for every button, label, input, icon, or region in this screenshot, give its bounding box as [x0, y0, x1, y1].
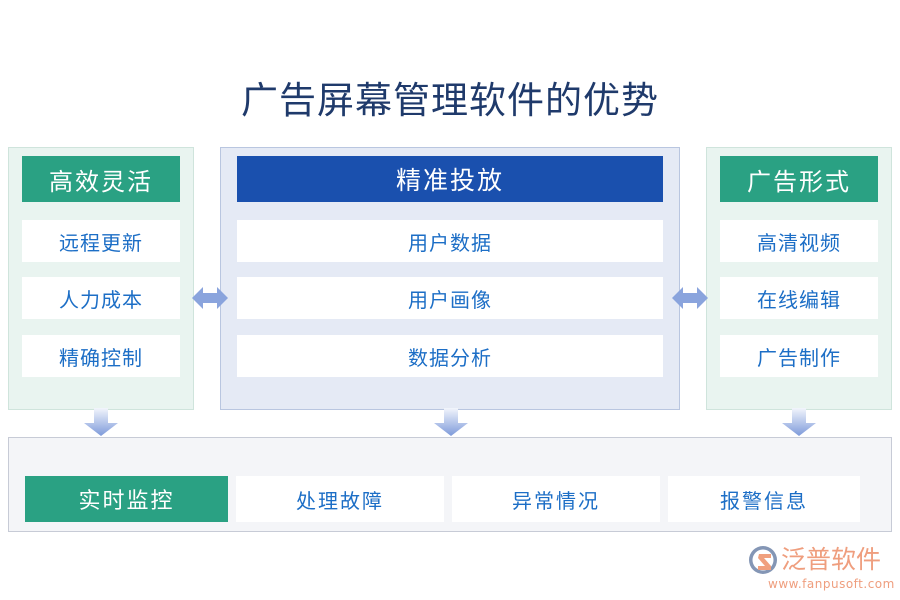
- column-left-item-2[interactable]: 人力成本: [22, 277, 180, 319]
- bottom-item-4[interactable]: 报警信息: [668, 476, 860, 522]
- arrow-down-icon: [782, 408, 816, 436]
- column-header-center[interactable]: 精准投放: [237, 156, 663, 202]
- column-right-item-1[interactable]: 高清视频: [720, 220, 878, 262]
- bottom-item-3[interactable]: 异常情况: [452, 476, 660, 522]
- logo-row: 泛普软件: [748, 544, 892, 576]
- logo-mark-icon: [748, 545, 778, 575]
- column-left-item-3[interactable]: 精确控制: [22, 335, 180, 377]
- column-center-item-3[interactable]: 数据分析: [237, 335, 663, 377]
- column-left-item-1[interactable]: 远程更新: [22, 220, 180, 262]
- logo-name: 泛普软件: [781, 545, 882, 574]
- page-title: 广告屏幕管理软件的优势: [241, 79, 659, 122]
- bottom-item-1[interactable]: 实时监控: [25, 476, 228, 522]
- brand-logo: 泛普软件 www.fanpusoft.com: [748, 544, 895, 592]
- column-right-item-2[interactable]: 在线编辑: [720, 277, 878, 319]
- column-center-item-1[interactable]: 用户数据: [237, 220, 663, 262]
- arrow-down-icon: [434, 408, 468, 436]
- column-header-right[interactable]: 广告形式: [720, 156, 878, 202]
- column-right-item-3[interactable]: 广告制作: [720, 335, 878, 377]
- double-arrow-left-right-icon: [192, 282, 228, 314]
- column-center-item-2[interactable]: 用户画像: [237, 277, 663, 319]
- bottom-item-2[interactable]: 处理故障: [236, 476, 444, 522]
- column-header-left[interactable]: 高效灵活: [22, 156, 180, 202]
- arrow-down-icon: [84, 408, 118, 436]
- double-arrow-left-right-icon: [672, 282, 708, 314]
- logo-url: www.fanpusoft.com: [768, 577, 895, 591]
